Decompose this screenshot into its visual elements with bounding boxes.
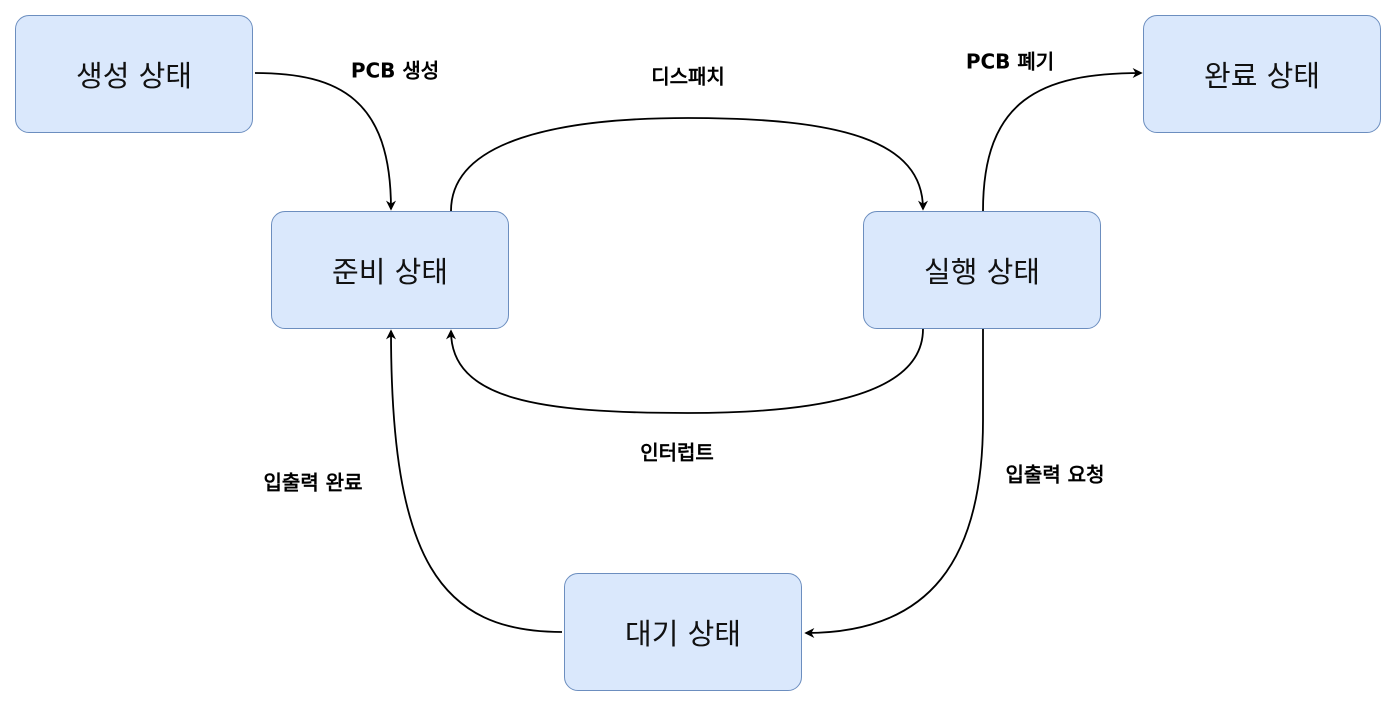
node-new-state[interactable]: 생성 상태: [15, 15, 253, 133]
edge-pcb-destroy: [982, 68, 1143, 212]
node-terminated-state[interactable]: 완료 상태: [1143, 15, 1381, 133]
edge-dispatch: [450, 117, 928, 212]
edge-label-interrupt: 인터럽트: [640, 440, 714, 465]
edge-io-complete: [386, 329, 563, 633]
edge-interrupt: [446, 328, 924, 414]
edge-io-request: [804, 329, 984, 638]
edge-label-io-request: 입출력 요청: [1005, 462, 1105, 487]
edge-label-pcb-create: PCB 생성: [350, 58, 440, 83]
node-running-state[interactable]: 실행 상태: [863, 211, 1101, 329]
node-ready-state[interactable]: 준비 상태: [271, 211, 509, 329]
edge-pcb-create: [254, 72, 396, 211]
node-waiting-state[interactable]: 대기 상태: [564, 573, 802, 691]
edge-label-io-complete: 입출력 완료: [263, 470, 363, 495]
edge-label-pcb-destroy: PCB 폐기: [965, 49, 1055, 74]
edge-label-dispatch: 디스패치: [651, 64, 725, 89]
